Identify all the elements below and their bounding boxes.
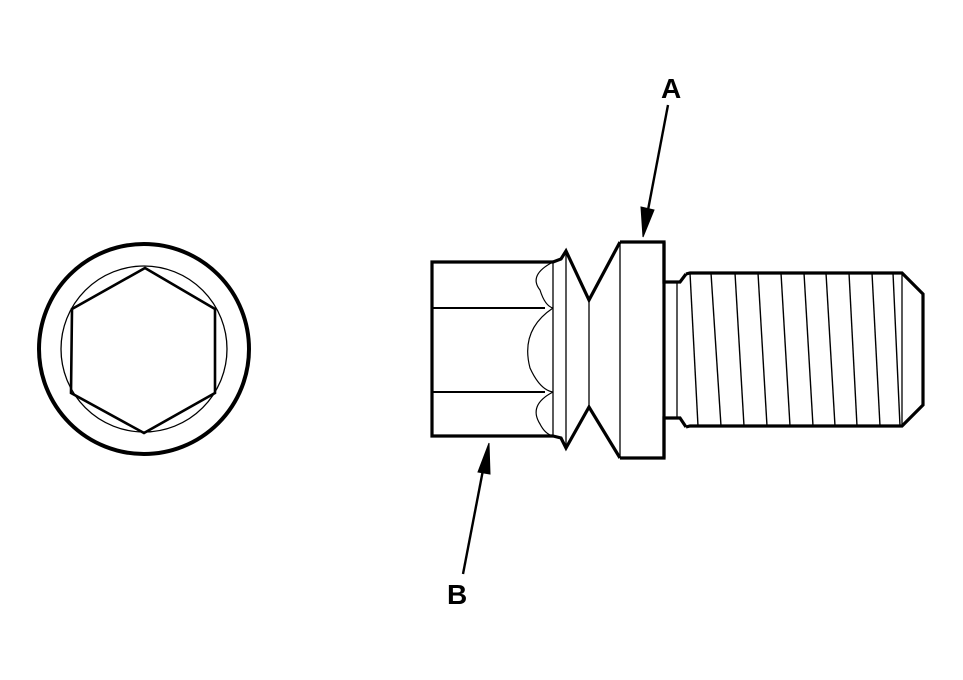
- side-view: [430, 240, 925, 460]
- outer-circle: [37, 242, 251, 456]
- thread-lines: [689, 272, 901, 427]
- hex-socket-icon: [69, 266, 217, 435]
- end-view: [37, 242, 251, 456]
- callout-label-b: B: [447, 579, 468, 610]
- flange: [620, 240, 688, 284]
- threaded-shank: [685, 271, 925, 429]
- hex-head: [430, 260, 553, 438]
- callout-arrow-b: [461, 442, 491, 575]
- inner-circle: [60, 265, 228, 433]
- callout-arrow-a: [640, 104, 670, 238]
- callout-label-a: A: [661, 73, 682, 104]
